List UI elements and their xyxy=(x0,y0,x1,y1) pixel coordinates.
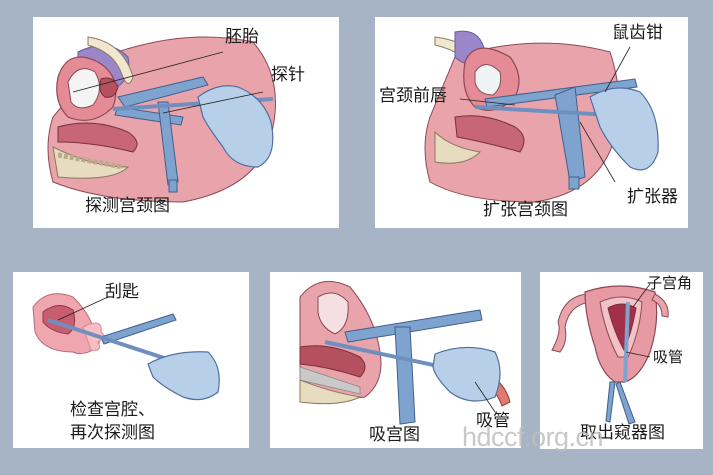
label-embryo: 胚胎 xyxy=(225,27,259,47)
remove-speculum-illustration xyxy=(551,283,669,425)
dilate-cervix-illustration xyxy=(424,30,659,203)
panel-suction-uterus: 吸管 吸宫图 xyxy=(270,272,521,448)
label-uterine-horn: 子宫角 xyxy=(647,274,693,292)
label-suction-tube-2: 吸管 xyxy=(653,348,684,366)
label-suction-tube: 吸管 xyxy=(476,411,510,431)
check-uterine-cavity-illustration xyxy=(32,293,220,401)
suction-uterus-illustration xyxy=(299,280,511,425)
label-curette: 刮匙 xyxy=(105,282,139,302)
watermark: hdccf.org.cn xyxy=(462,422,604,452)
label-probe: 探针 xyxy=(271,65,305,85)
caption-probe-cervix: 探测宫颈图 xyxy=(85,196,170,216)
label-dilator: 扩张器 xyxy=(627,187,678,207)
caption-dilate-cervix: 扩张宫颈图 xyxy=(483,200,568,220)
label-tenaculum: 鼠齿钳 xyxy=(612,23,663,43)
caption-remove-speculum: 取出窥器图 xyxy=(580,423,665,443)
panel-remove-speculum: 子宫角 吸管 取出窥器图 xyxy=(540,272,703,449)
panel-probe-cervix: 胚胎 探针 探测宫颈图 xyxy=(33,17,339,228)
caption-check-line2: 再次探测图 xyxy=(70,423,155,443)
probe-cervix-illustration xyxy=(47,36,276,203)
label-cervix-anterior-lip: 宫颈前唇 xyxy=(379,86,447,106)
panel-check-uterine-cavity: 刮匙 检查宫腔、 再次探测图 xyxy=(13,272,249,448)
panel-dilate-cervix: 鼠齿钳 宫颈前唇 扩张器 扩张宫颈图 xyxy=(375,17,688,228)
caption-suction-uterus: 吸宫图 xyxy=(369,425,420,445)
caption-check-line1: 检查宫腔、 xyxy=(70,400,155,420)
